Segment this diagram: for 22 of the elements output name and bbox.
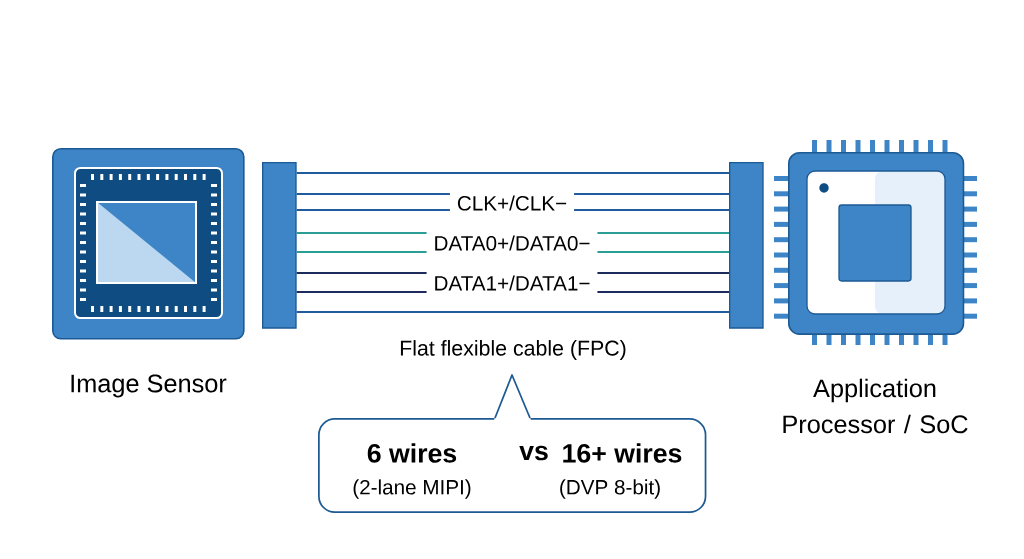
wire <box>295 311 730 313</box>
wire <box>295 209 451 211</box>
node-label: Application Processor / SoC <box>783 378 968 434</box>
wire <box>596 272 730 274</box>
node-label: Image Sensor <box>71 374 227 398</box>
wire <box>295 272 428 274</box>
wire <box>573 193 730 195</box>
wire <box>295 232 428 234</box>
wire <box>596 232 730 234</box>
connector-block <box>262 162 297 329</box>
wire <box>295 172 730 174</box>
wire <box>295 251 428 253</box>
connector-block <box>729 162 764 329</box>
cable-caption: Flat flexible cable (FPC) <box>400 340 626 360</box>
wire <box>295 193 451 195</box>
wire <box>573 209 730 211</box>
wire-label: CLK+/CLK− <box>450 192 574 214</box>
wire <box>295 291 428 293</box>
wire <box>596 291 730 293</box>
wire <box>596 251 730 253</box>
wire-label: DATA0+/DATA0− <box>426 232 598 254</box>
wire-label: DATA1+/DATA1− <box>426 272 598 294</box>
